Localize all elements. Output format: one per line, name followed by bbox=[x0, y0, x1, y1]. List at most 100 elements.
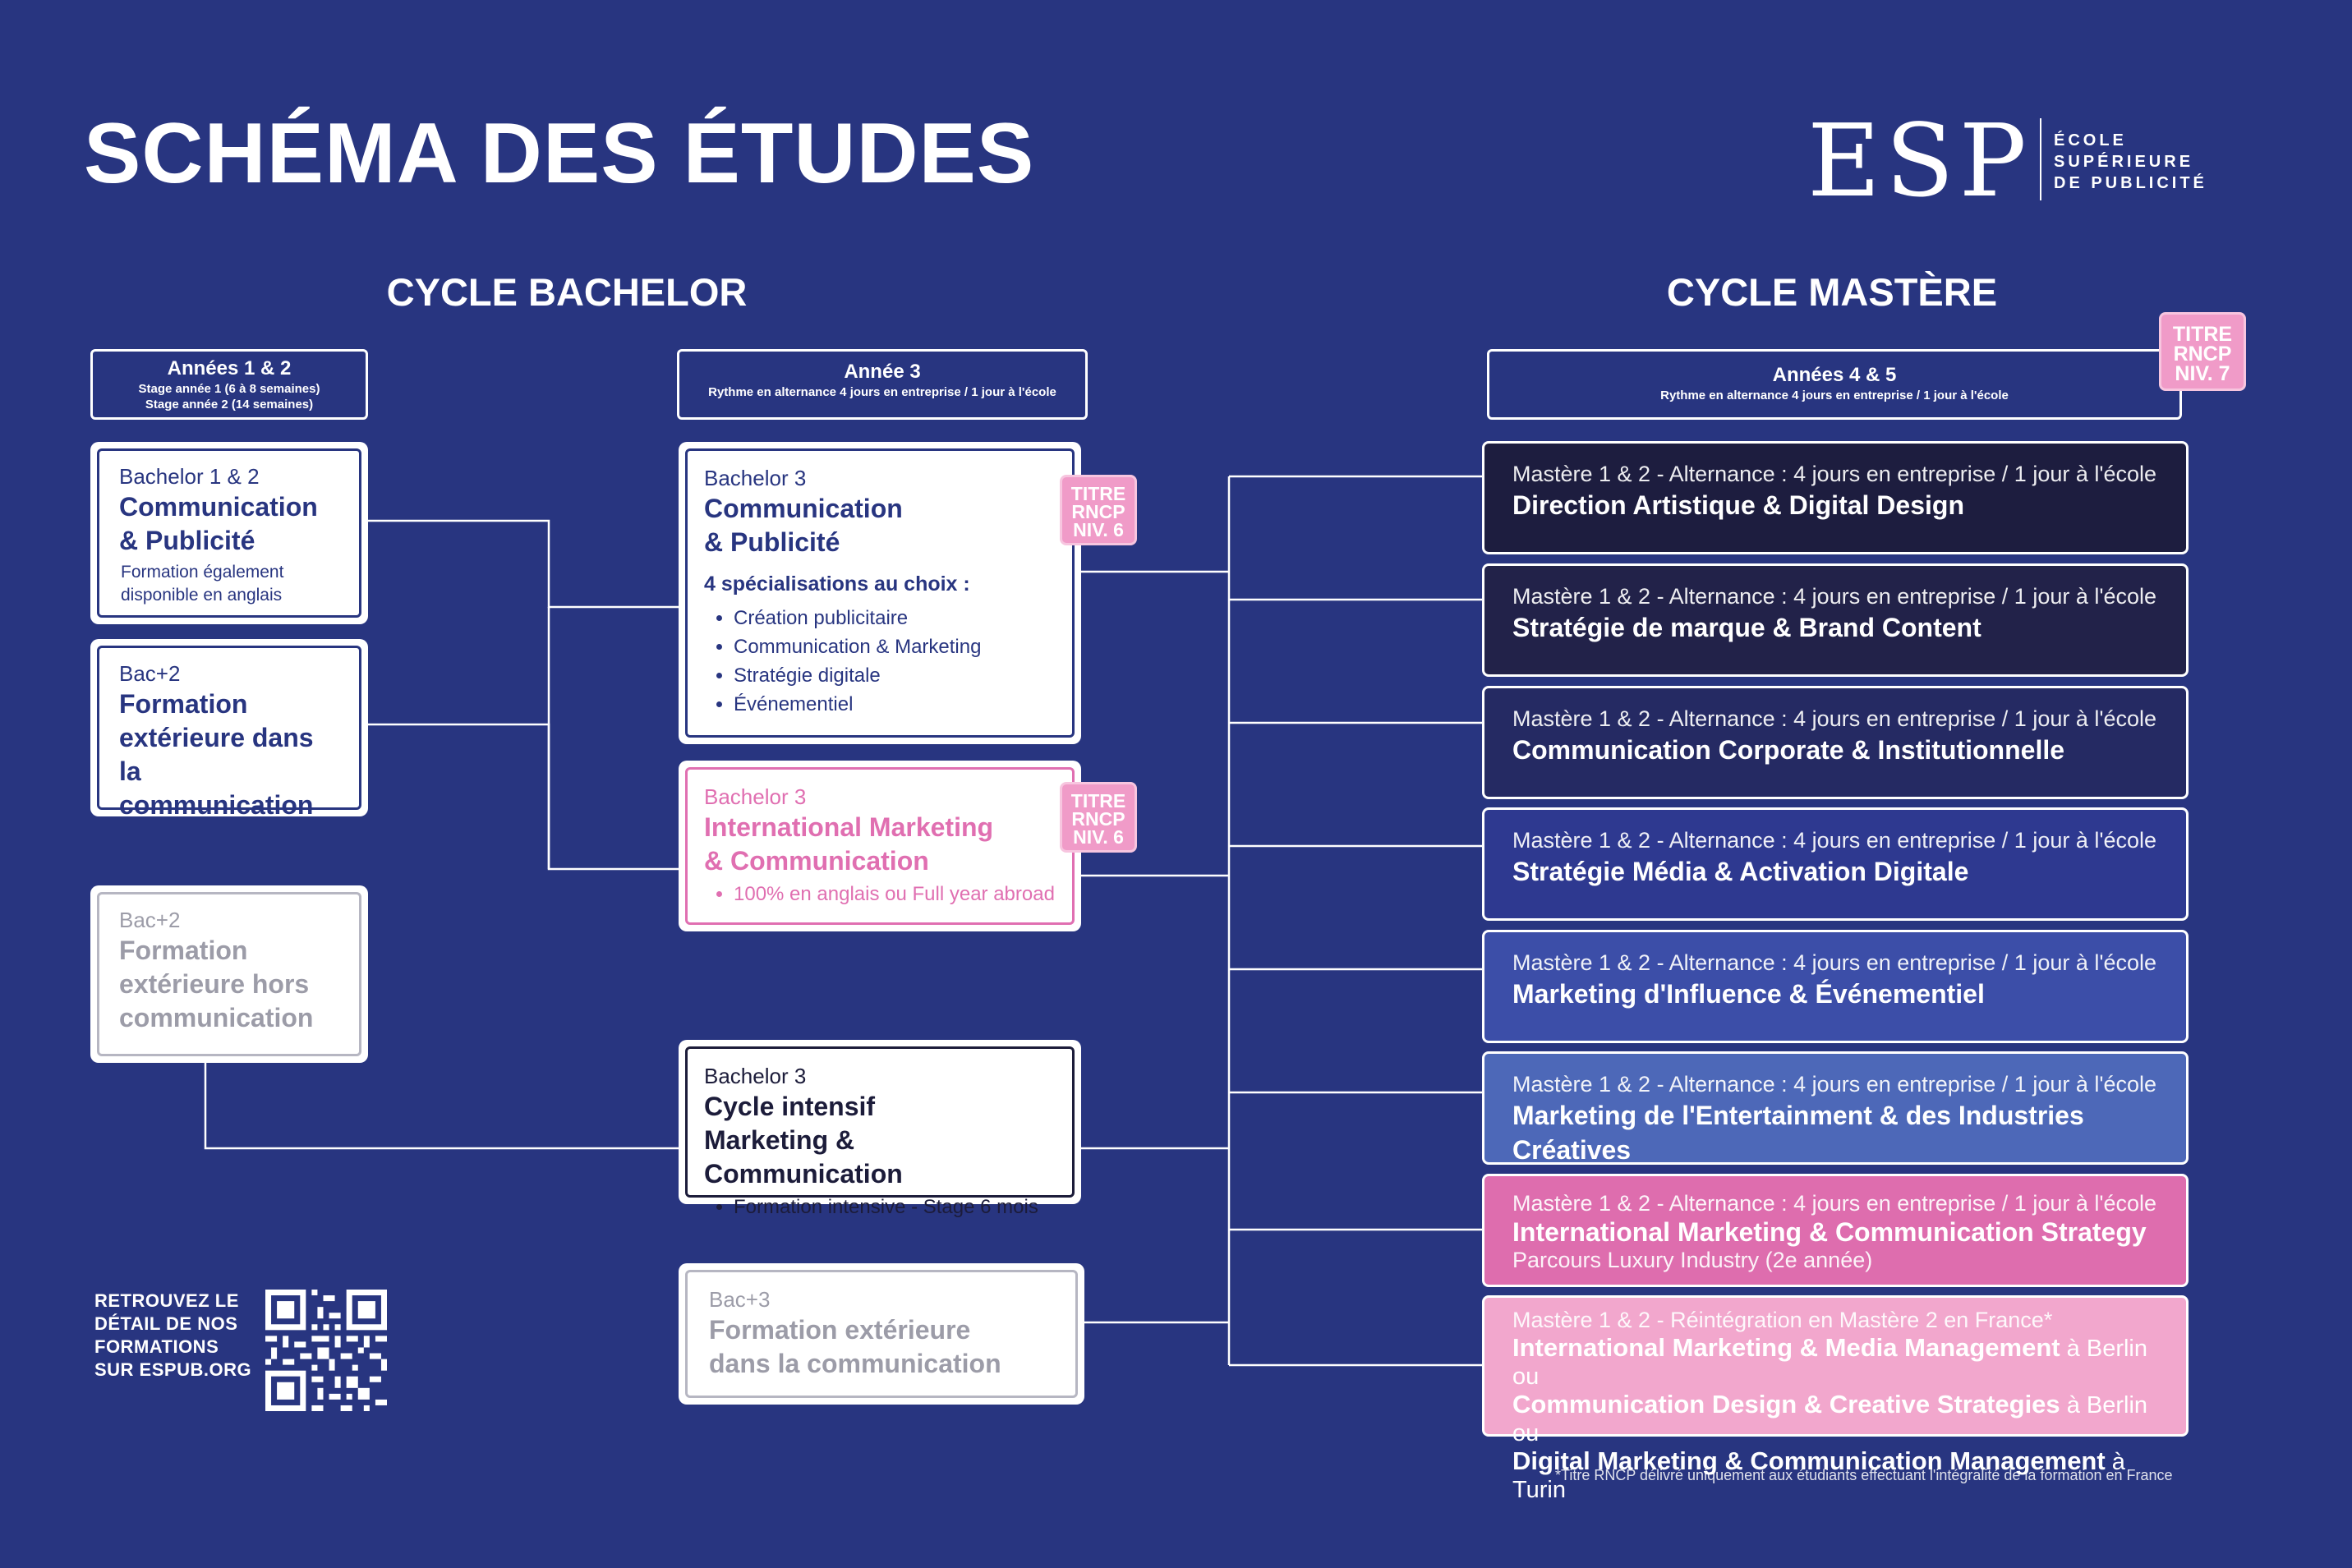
card-title: Communication bbox=[704, 494, 903, 523]
list-item: Événementiel bbox=[734, 690, 1056, 719]
master-card-title: Marketing de l'Entertainment & des Indus… bbox=[1512, 1101, 2084, 1165]
program-name: Digital Marketing & Communication Manage… bbox=[1512, 1446, 2106, 1475]
master-card-title: International Marketing & Communication … bbox=[1512, 1217, 2147, 1247]
card-bac2-in-communication[interactable]: Bac+2 Formation extérieure dans la commu… bbox=[90, 639, 368, 820]
badge-line: RNCP bbox=[1071, 808, 1125, 830]
list-item: Communication & Marketing bbox=[734, 632, 1056, 661]
card-bac2-out-communication[interactable]: Bac+2 Formation extérieure hors communic… bbox=[90, 885, 368, 1063]
card-title: extérieure hors bbox=[119, 969, 310, 999]
card-bachelor-3-international[interactable]: Bachelor 3 International Marketing & Com… bbox=[679, 761, 1081, 931]
master-card-sub: Mastère 1 & 2 - Réintégration en Mastère… bbox=[1512, 1308, 2053, 1332]
card-title: & Publicité bbox=[119, 526, 255, 555]
master-card-reintegration[interactable]: Mastère 1 & 2 - Réintégration en Mastère… bbox=[1482, 1295, 2189, 1503]
card-title: Cycle intensif bbox=[704, 1092, 876, 1121]
rncp-badge-niv7: TITRE RNCP NIV. 7 bbox=[2159, 312, 2246, 391]
qr-caption-line: SUR ESPUB.ORG bbox=[94, 1359, 252, 1380]
bullet-list: 100% en anglais ou Full year abroad bbox=[704, 880, 1056, 908]
master-card-marketing-entertainment[interactable]: Mastère 1 & 2 - Alternance : 4 jours en … bbox=[1482, 1051, 2189, 1165]
card-title: la communication bbox=[119, 756, 314, 820]
header-sub: Stage année 2 (14 semaines) bbox=[145, 398, 314, 412]
list-item: Formation intensive - Stage 6 mois bbox=[734, 1193, 1056, 1221]
header-sub: Rythme en alternance 4 jours en entrepri… bbox=[708, 385, 1056, 399]
program-location: à Berlin ou bbox=[1512, 1392, 2148, 1446]
badge-line: TITRE bbox=[1070, 483, 1126, 504]
card-label: Bac+2 bbox=[119, 908, 181, 932]
card-bachelor-3-intensive[interactable]: Bachelor 3 Cycle intensif Marketing & Co… bbox=[679, 1040, 1081, 1218]
master-card-direction-artistique[interactable]: Mastère 1 & 2 - Alternance : 4 jours en … bbox=[1482, 441, 2189, 554]
master-card-sub: Mastère 1 & 2 - Alternance : 4 jours en … bbox=[1512, 1072, 2157, 1097]
qr-caption: RETROUVEZ LE DÉTAIL DE NOS FORMATIONS SU… bbox=[94, 1290, 251, 1382]
master-card-strategie-marque[interactable]: Mastère 1 & 2 - Alternance : 4 jours en … bbox=[1482, 563, 2189, 677]
card-label: Bachelor 3 bbox=[704, 1064, 807, 1088]
logo-text: ÉCOLE SUPÉRIEURE DE PUBLICITÉ bbox=[2054, 130, 2207, 194]
badge-line: NIV. 6 bbox=[1073, 826, 1124, 848]
reintegration-line: International Marketing & Media Manageme… bbox=[1512, 1334, 2160, 1391]
master-card-sub: Mastère 1 & 2 - Alternance : 4 jours en … bbox=[1512, 950, 2157, 975]
list-item: Création publicitaire bbox=[734, 604, 1056, 632]
list-item: 100% en anglais ou Full year abroad bbox=[734, 880, 1056, 908]
card-label: Bachelor 1 & 2 bbox=[119, 464, 260, 489]
header-sub: Stage année 1 (6 à 8 semaines) bbox=[138, 382, 320, 396]
reintegration-line: Digital Marketing & Communication Manage… bbox=[1512, 1447, 2160, 1504]
master-card-sub: Mastère 1 & 2 - Alternance : 4 jours en … bbox=[1512, 462, 2157, 486]
card-label: Bachelor 3 bbox=[704, 784, 807, 809]
logo-mark: ESP bbox=[1807, 103, 2032, 219]
card-label: Bac+3 bbox=[709, 1287, 771, 1312]
master-card-title: Direction Artistique & Digital Design bbox=[1512, 490, 1964, 520]
badge-line: RNCP bbox=[2173, 343, 2232, 366]
program-name: International Marketing & Media Manageme… bbox=[1512, 1333, 2060, 1362]
esp-logo: ESP ÉCOLE SUPÉRIEURE DE PUBLICITÉ bbox=[1807, 103, 2218, 219]
master-card-title: Stratégie de marque & Brand Content bbox=[1512, 613, 1981, 642]
logo-line-1: ÉCOLE bbox=[2054, 131, 2127, 149]
master-card-title: Communication Corporate & Institutionnel… bbox=[1512, 735, 2065, 765]
master-card-communication-corporate[interactable]: Mastère 1 & 2 - Alternance : 4 jours en … bbox=[1482, 686, 2189, 799]
card-label: Bachelor 3 bbox=[704, 466, 807, 490]
header-title: Années 4 & 5 bbox=[1772, 364, 1897, 386]
badge-line: RNCP bbox=[1071, 501, 1125, 522]
card-title: Formation extérieure bbox=[709, 1315, 971, 1345]
badge-line: TITRE bbox=[2172, 323, 2233, 346]
badge-line: TITRE bbox=[1070, 790, 1126, 812]
card-note: Formation également bbox=[121, 563, 284, 582]
card-bachelor-3-communication[interactable]: Bachelor 3 Communication & Publicité 4 s… bbox=[679, 442, 1081, 744]
card-bachelor-1-2[interactable]: Bachelor 1 & 2 Communication & Publicité… bbox=[90, 442, 368, 624]
logo-line-3: DE PUBLICITÉ bbox=[2054, 174, 2207, 192]
qr-caption-line: RETROUVEZ LE bbox=[94, 1290, 239, 1311]
card-title: dans la communication bbox=[709, 1349, 1001, 1378]
master-card-title: Marketing d'Influence & Événementiel bbox=[1512, 979, 1985, 1009]
card-bac3-external[interactable]: Bac+3 Formation extérieure dans la commu… bbox=[679, 1263, 1084, 1405]
card-note: disponible en anglais bbox=[121, 586, 283, 605]
card-title: International Marketing bbox=[704, 812, 994, 842]
qr-code-icon[interactable] bbox=[265, 1290, 387, 1411]
card-title: Marketing & Communication bbox=[704, 1125, 903, 1189]
master-card-title: Stratégie Média & Activation Digitale bbox=[1512, 857, 1969, 886]
badge-line: NIV. 6 bbox=[1073, 519, 1124, 540]
master-card-sub: Mastère 1 & 2 - Alternance : 4 jours en … bbox=[1512, 584, 2157, 609]
page-title: SCHÉMA DES ÉTUDES bbox=[84, 106, 1035, 201]
master-card-strategie-media[interactable]: Mastère 1 & 2 - Alternance : 4 jours en … bbox=[1482, 807, 2189, 921]
rncp-badge-niv6: TITRE RNCP NIV. 6 bbox=[1060, 475, 1137, 545]
program-location: à Turin bbox=[1512, 1449, 2125, 1503]
card-title: Formation bbox=[119, 689, 248, 719]
cycle-bachelor-title: CYCLE BACHELOR bbox=[386, 270, 748, 314]
header-title: Année 3 bbox=[844, 361, 921, 383]
program-location: à Berlin ou bbox=[1512, 1336, 2147, 1390]
card-title: extérieure dans bbox=[119, 723, 314, 752]
specialisation-list: Création publicitaire Communication & Ma… bbox=[704, 604, 1056, 719]
master-card-international-strategy[interactable]: Mastère 1 & 2 - Alternance : 4 jours en … bbox=[1482, 1174, 2189, 1287]
master-card-marketing-influence[interactable]: Mastère 1 & 2 - Alternance : 4 jours en … bbox=[1482, 930, 2189, 1043]
master-card-extra: Parcours Luxury Industry (2e année) bbox=[1512, 1248, 1873, 1272]
list-item: Stratégie digitale bbox=[734, 661, 1056, 690]
card-title: Communication bbox=[119, 492, 318, 522]
card-subheading: 4 spécialisations au choix : bbox=[704, 572, 970, 595]
master-card-sub: Mastère 1 & 2 - Alternance : 4 jours en … bbox=[1512, 828, 2157, 853]
logo-divider bbox=[2040, 118, 2041, 200]
reintegration-line: Communication Design & Creative Strategi… bbox=[1512, 1391, 2160, 1447]
badge-line: NIV. 7 bbox=[2175, 362, 2230, 385]
card-label: Bac+2 bbox=[119, 661, 181, 686]
rncp-badge-niv6: TITRE RNCP NIV. 6 bbox=[1060, 782, 1137, 853]
header-title: Années 1 & 2 bbox=[167, 357, 292, 379]
cycle-master-title: CYCLE MASTÈRE bbox=[1666, 270, 1998, 314]
master-card-sub: Mastère 1 & 2 - Alternance : 4 jours en … bbox=[1512, 706, 2157, 731]
